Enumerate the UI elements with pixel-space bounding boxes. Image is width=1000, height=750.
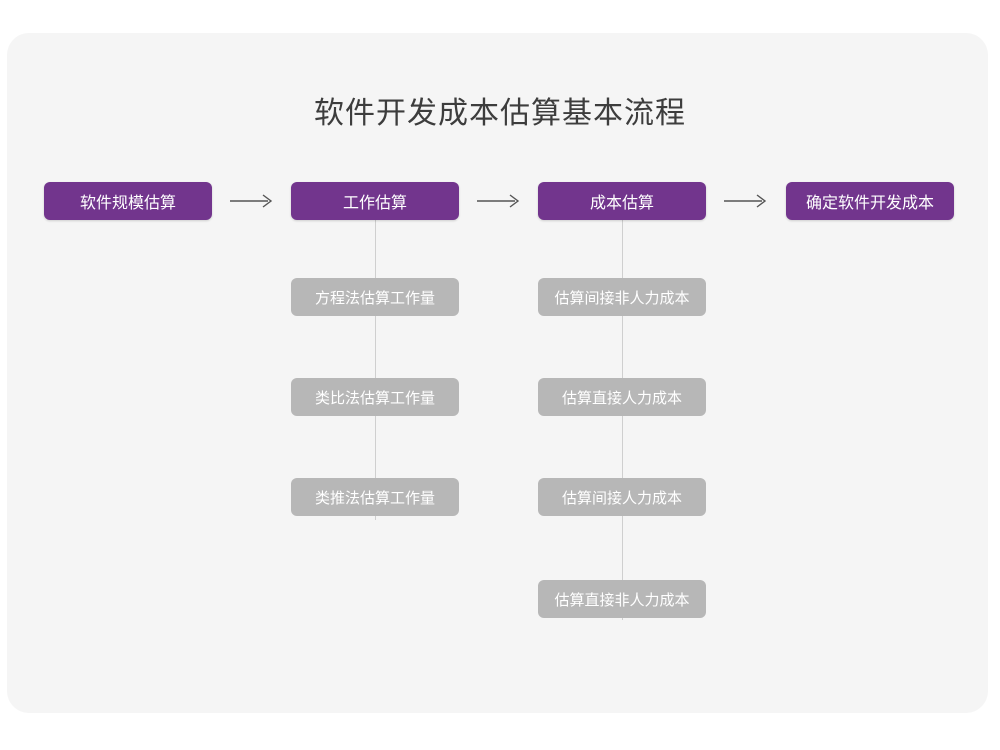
arrow-stage3-to-stage4	[724, 192, 770, 210]
stage-label: 确定软件开发成本	[805, 195, 934, 212]
stage-label: 成本估算	[589, 195, 654, 212]
substep-label: 估算直接人力成本	[561, 389, 682, 407]
page-title: 软件开发成本估算基本流程	[314, 97, 686, 130]
connector-line-stage2	[375, 208, 376, 520]
substep-label: 估算间接人力成本	[561, 489, 682, 507]
stage-box-work-estimation[interactable]: 工作估算	[291, 182, 459, 220]
stage-label: 软件规模估算	[79, 195, 176, 212]
substep-label: 估算直接非人力成本	[554, 591, 690, 609]
substep-label: 方程法估算工作量	[314, 289, 435, 307]
substep-box-analogy-method-workload[interactable]: 类比法估算工作量	[291, 378, 459, 416]
stage-box-software-scale-estimation[interactable]: 软件规模估算	[44, 182, 212, 220]
substep-box-indirect-nonlabor-cost[interactable]: 估算间接非人力成本	[538, 278, 706, 316]
substep-box-direct-labor-cost[interactable]: 估算直接人力成本	[538, 378, 706, 416]
stage-label: 工作估算	[342, 195, 407, 212]
substep-box-indirect-labor-cost[interactable]: 估算间接人力成本	[538, 478, 706, 516]
diagram-card	[7, 33, 988, 713]
arrow-stage1-to-stage2	[230, 192, 276, 210]
substep-label: 类比法估算工作量	[314, 389, 435, 407]
arrow-stage2-to-stage3	[477, 192, 523, 210]
substep-label: 估算间接非人力成本	[554, 289, 690, 307]
stage-box-determine-development-cost[interactable]: 确定软件开发成本	[786, 182, 954, 220]
substep-box-inference-method-workload[interactable]: 类推法估算工作量	[291, 478, 459, 516]
substep-box-equation-method-workload[interactable]: 方程法估算工作量	[291, 278, 459, 316]
substep-box-direct-nonlabor-cost[interactable]: 估算直接非人力成本	[538, 580, 706, 618]
stage-box-cost-estimation[interactable]: 成本估算	[538, 182, 706, 220]
substep-label: 类推法估算工作量	[314, 489, 435, 507]
